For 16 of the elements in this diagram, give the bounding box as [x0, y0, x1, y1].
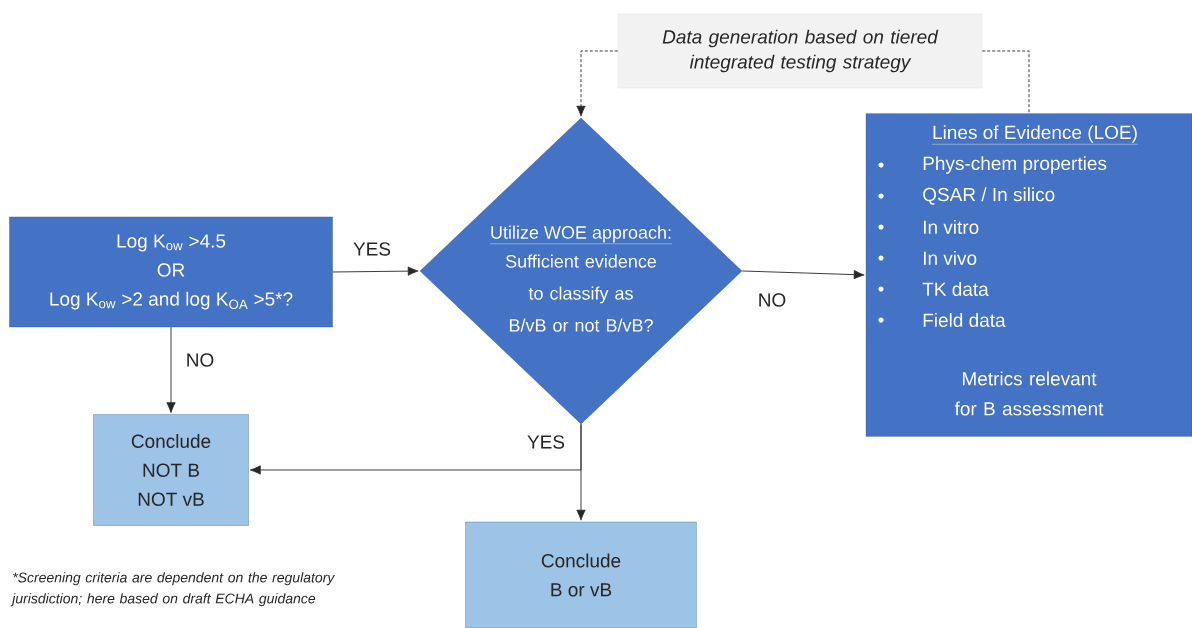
edge-label: NO — [759, 293, 786, 307]
footnote: *Screening criteria are dependent on the regulatory jurisdiction; here based on draft ECHA guidance — [10, 572, 336, 607]
dotted-line — [981, 50, 1030, 114]
decision-box: Log K$_{ow}$ >4.5 OR Log K$_{ow}$ >2 and log K$_{OA}$ >5*? — [9, 216, 333, 328]
edge-label: YES — [353, 242, 391, 256]
arrow — [576, 423, 586, 521]
evidence-box: Lines of Evidence (LOE) Phys-chem properties QSAR / In silico In vitro In vivo TK data Field data Metrics relevant for B assessment — [865, 113, 1192, 437]
edge-label: YES — [527, 435, 565, 449]
dotted-connector — [576, 50, 619, 117]
arrow — [741, 270, 865, 280]
conclusion-box: Conclude NOT B NOT vB — [93, 414, 249, 526]
edge-label: NO — [187, 353, 214, 367]
info-box: Data generation based on tiered integrated testing strategy — [617, 13, 983, 89]
arrow — [332, 266, 419, 276]
arrow — [166, 326, 176, 414]
conclusion-box: Conclude B or vB — [465, 521, 697, 628]
